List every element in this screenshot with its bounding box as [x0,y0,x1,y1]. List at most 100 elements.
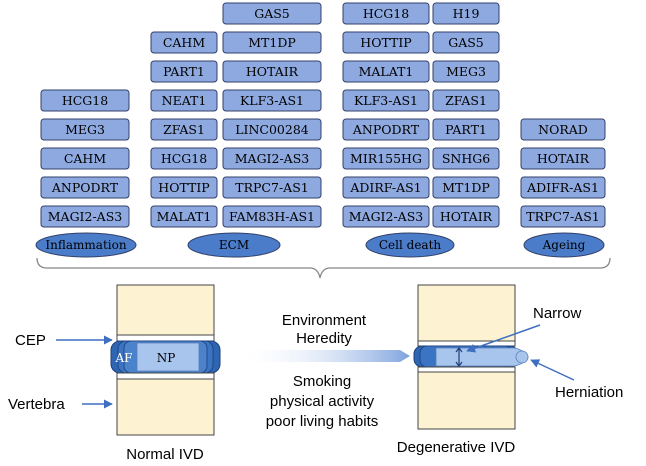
gene-chip-label: MIR155HG [350,151,422,166]
vertebra-label: Vertebra [8,396,65,413]
herniation-arrow [530,359,575,381]
factor-environment: Environment [282,312,367,329]
gene-chip-label: MAGI2-AS3 [48,209,123,224]
gene-chip: HOTAIR [222,60,322,83]
nucleus-pulposus-herniated [435,347,529,367]
risk-factors: Environment Heredity Smoking physical ac… [238,312,410,430]
gene-chip: ADIFR-AS1 [520,176,606,199]
progression-arrow [238,350,410,362]
gene-chip: KLF3-AS1 [222,89,322,112]
gene-chip-label: MAGI2-AS3 [349,209,424,224]
category-label: Inflammation [45,238,126,252]
gene-chip-label: MAGI2-AS3 [235,151,310,166]
gene-chip-label: MEG3 [65,122,105,137]
gene-chip-label: LINC00284 [235,122,309,137]
gene-chip: PART1 [150,60,218,83]
narrow-label: Narrow [533,305,582,322]
vertebra-lower [116,378,215,436]
category-ovals: Inflammation ECM Cell death Ageing [35,232,605,258]
gene-chip-label: KLF3-AS1 [354,93,418,108]
gene-chip: ANPODRT [342,118,430,141]
gene-chip: GAS5 [222,2,322,25]
gene-chip: KLF3-AS1 [342,89,430,112]
gene-chip: MALAT1 [342,60,430,83]
gene-chip-label: HOTTIP [360,35,411,50]
degenerative-ivd: Degenerative IVD [397,284,529,456]
gene-chip: HCG18 [342,2,430,25]
gene-chip-label: ANPODRT [51,180,119,195]
normal-ivd: AF NP Normal IVD [110,284,221,463]
gene-chip-label: NEAT1 [162,93,207,108]
gene-chip: HOTAIR [432,205,500,228]
gene-chip-label: FAM83H-AS1 [229,209,315,224]
gene-chip: MEG3 [432,60,500,83]
gene-chip: MAGI2-AS3 [222,147,322,170]
curly-brace [36,257,611,279]
cartilage-endplate-lower [417,366,516,373]
degenerative-ivd-caption: Degenerative IVD [397,439,516,456]
category-label: Cell death [379,238,442,252]
gene-chip: CAHM [40,147,130,170]
gene-chip-label: PART1 [163,64,205,79]
gene-chip-label: PART1 [445,122,487,137]
gene-chip: PART1 [432,118,500,141]
gene-chip: H19 [432,2,500,25]
herniation-label: Herniation [555,384,623,401]
gene-chip: LINC00284 [222,118,322,141]
gene-chip-label: ADIFR-AS1 [526,180,599,195]
narrow-arrow [466,324,541,353]
gene-chip-label: MALAT1 [359,64,414,79]
gene-chip-label: MEG3 [446,64,486,79]
gene-chip: HOTTIP [150,176,218,199]
gene-chip-label: MT1DP [442,180,490,195]
gene-chip: SNHG6 [432,147,500,170]
category-oval-ageing: Ageing [523,232,605,258]
gene-chip-label: CAHM [64,151,106,166]
gene-chip-label: CAHM [163,35,205,50]
gene-chip: HOTTIP [342,31,430,54]
gene-chip-label: TRPC7-AS1 [526,209,599,224]
gene-chip: HOTAIR [520,147,606,170]
vertebra-upper [116,284,215,336]
gene-chip-label: ADIRF-AS1 [349,180,421,195]
gene-chip-label: MALAT1 [157,209,212,224]
gene-chip-label: GAS5 [254,6,290,21]
gene-chips: HCG18MEG3CAHMANPODRTMAGI2-AS3CAHMPART1NE… [40,2,606,228]
category-oval-ecm: ECM [187,232,281,258]
gene-chip: ZFAS1 [432,89,500,112]
height-marker-bottom [455,361,463,367]
gene-chip: GAS5 [432,31,500,54]
gene-chip: MEG3 [40,118,130,141]
vertebra-upper [417,284,516,342]
gene-chip-label: KLF3-AS1 [240,93,304,108]
cartilage-endplate-lower [116,372,215,380]
category-label: Ageing [542,238,586,252]
gene-chip: HCG18 [150,147,218,170]
gene-chip-label: SNHG6 [442,151,490,166]
gene-chip: MAGI2-AS3 [342,205,430,228]
category-oval-inflammation: Inflammation [35,232,137,258]
gene-chip: MT1DP [432,176,500,199]
gene-chip-label: HOTAIR [537,151,590,166]
category-oval-cell-death: Cell death [365,232,455,258]
gene-chip-label: HCG18 [161,151,207,166]
gene-chip-label: HOTAIR [440,209,493,224]
gene-chip-label: HOTAIR [246,64,299,79]
gene-chip-label: HOTTIP [158,180,209,195]
gene-chip-label: HCG18 [62,93,108,108]
factor-heredity: Heredity [296,330,352,347]
vertebra-lower [417,371,516,430]
gene-chip-label: ANPODRT [352,122,420,137]
gene-chip-label: MT1DP [248,35,296,50]
gene-chip: FAM83H-AS1 [222,205,322,228]
gene-chip: HCG18 [40,89,130,112]
gene-chip-label: NORAD [538,122,588,137]
gene-chip: ANPODRT [40,176,130,199]
gene-chip-label: H19 [453,6,480,21]
cep-label: CEP [15,332,46,349]
normal-ivd-caption: Normal IVD [126,446,204,463]
category-label: ECM [219,238,249,252]
gene-chip: MT1DP [222,31,322,54]
gene-chip: ZFAS1 [150,118,218,141]
